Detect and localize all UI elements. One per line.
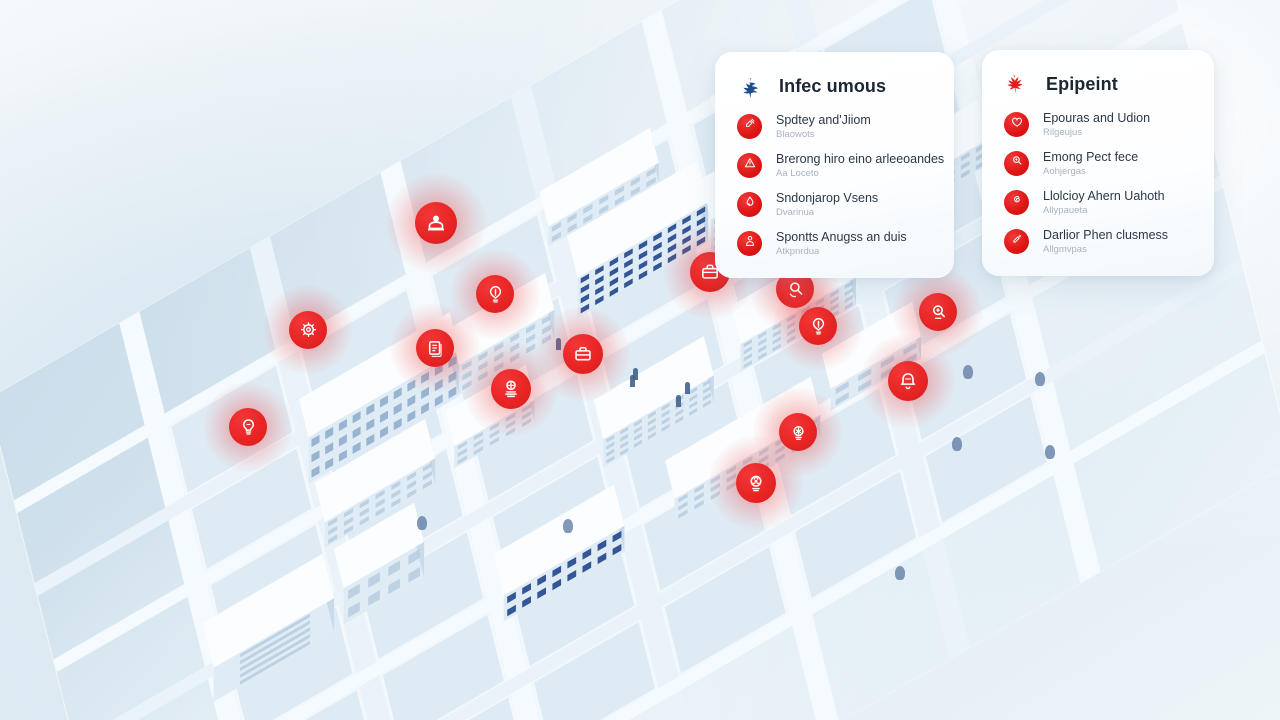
person-alert-icon	[743, 234, 757, 253]
lightbulb-icon	[238, 417, 259, 438]
legend-sublabel: Aohjergas	[1043, 165, 1086, 177]
legend-sublabel: Blaowots	[776, 128, 815, 140]
droplet-icon	[743, 195, 757, 214]
legend-sublabel: Allgmvpas	[1043, 244, 1087, 256]
medical-bag-icon	[572, 343, 594, 365]
legend-marker-dot	[737, 114, 762, 139]
legend-marker-dot	[1004, 229, 1029, 255]
legend-marker-dot	[737, 231, 762, 257]
legend-label: Epouras and Udion	[1043, 111, 1151, 125]
magnifier-bulb-icon	[928, 302, 949, 323]
legend-sublabel: Allypaueta	[1043, 204, 1088, 216]
map-marker-magnifier-bulb[interactable]	[919, 293, 957, 331]
heart-shield-icon	[1010, 115, 1024, 134]
syringe-icon	[743, 117, 757, 136]
legend-sublabel: Aa Loceto	[776, 167, 819, 179]
legend-marker-dot	[1004, 190, 1029, 216]
legend-label: Sndonjarop Vsens	[776, 191, 879, 206]
legend-marker-dot	[1004, 151, 1029, 177]
card-title: Infec umous	[779, 75, 887, 96]
legend-label: Emong Pect fece	[1043, 150, 1139, 165]
legend-sublabel: Dvarinua	[776, 206, 815, 218]
map-marker-patient-bed[interactable]	[415, 202, 457, 244]
legend-label: Spontts Anugss an duis	[776, 230, 907, 245]
legend-label: Llolcioy Ahern Uahoth	[1043, 189, 1165, 204]
patient-bed-icon	[424, 211, 448, 235]
legend-marker-dot	[737, 153, 762, 179]
magnifier-icon	[1010, 154, 1024, 173]
warning-triangle-icon	[743, 156, 757, 175]
map-marker-lightbulb[interactable]	[229, 408, 267, 446]
red-flower-icon	[1004, 72, 1030, 96]
bird-navy-icon	[737, 74, 763, 99]
card-header: Epipeint	[1004, 72, 1192, 96]
legend-marker-dot	[737, 192, 762, 218]
legend-sublabel: Rilgeujus	[1043, 126, 1083, 138]
legend-label: Spdtey and'Jiiom	[776, 113, 871, 127]
legend-label: Darlior Phen clusmess	[1043, 228, 1169, 243]
spiral-icon	[1010, 193, 1024, 212]
legend-marker-dot	[1004, 112, 1029, 137]
legend-sublabel: Atkpnrdua	[776, 246, 820, 258]
card-header: Infec umous	[737, 74, 932, 99]
card-title: Epipeint	[1046, 73, 1118, 94]
thermometer-icon	[1010, 232, 1024, 251]
legend-label: Brerong hiro eino arleeoandes	[776, 152, 945, 167]
